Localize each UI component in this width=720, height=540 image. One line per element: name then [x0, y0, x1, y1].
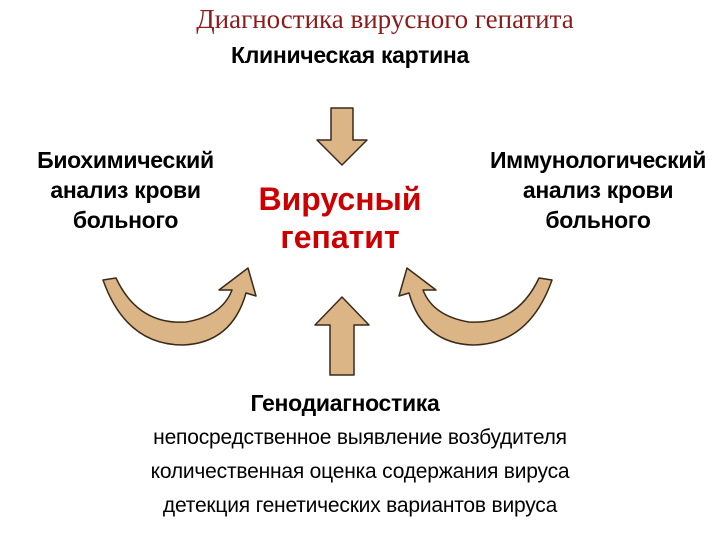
right-curved-arrow-icon: [398, 267, 553, 346]
biochemical-line-3: больного: [72, 207, 179, 233]
left-curved-arrow-icon: [102, 267, 257, 346]
genodiagnostics-item: непосредственное выявление возбудителя: [153, 426, 567, 449]
genodiagnostics-item: количественная оценка содержания вируса: [150, 460, 570, 483]
immunological-line-3: больного: [545, 207, 651, 233]
biochemical-line-1: Биохимический: [37, 147, 214, 173]
immunological-line-1: Иммунологический: [489, 147, 707, 173]
immunological-line-2: анализ крови: [522, 177, 674, 203]
clinical-picture-label: Клиническая картина: [230, 42, 469, 68]
biochemical-analysis-label: Биохимический анализ крови больного: [18, 145, 233, 235]
up-arrow-icon: [314, 296, 370, 376]
viral-hepatitis-label: Вирусный гепатит: [240, 180, 440, 256]
viral-hepatitis-line-1: Вирусный: [258, 181, 422, 217]
slide-title: Диагностика вирусного гепатита: [196, 4, 574, 34]
immunological-analysis-label: Иммунологический анализ крови больного: [478, 145, 718, 235]
genodiagnostics-item: детекция генетических вариантов вируса: [162, 494, 558, 517]
genodiagnostics-label: Генодиагностика: [250, 390, 440, 416]
viral-hepatitis-line-2: гепатит: [280, 219, 400, 255]
down-arrow-icon: [316, 107, 368, 166]
biochemical-line-2: анализ крови: [50, 177, 201, 203]
